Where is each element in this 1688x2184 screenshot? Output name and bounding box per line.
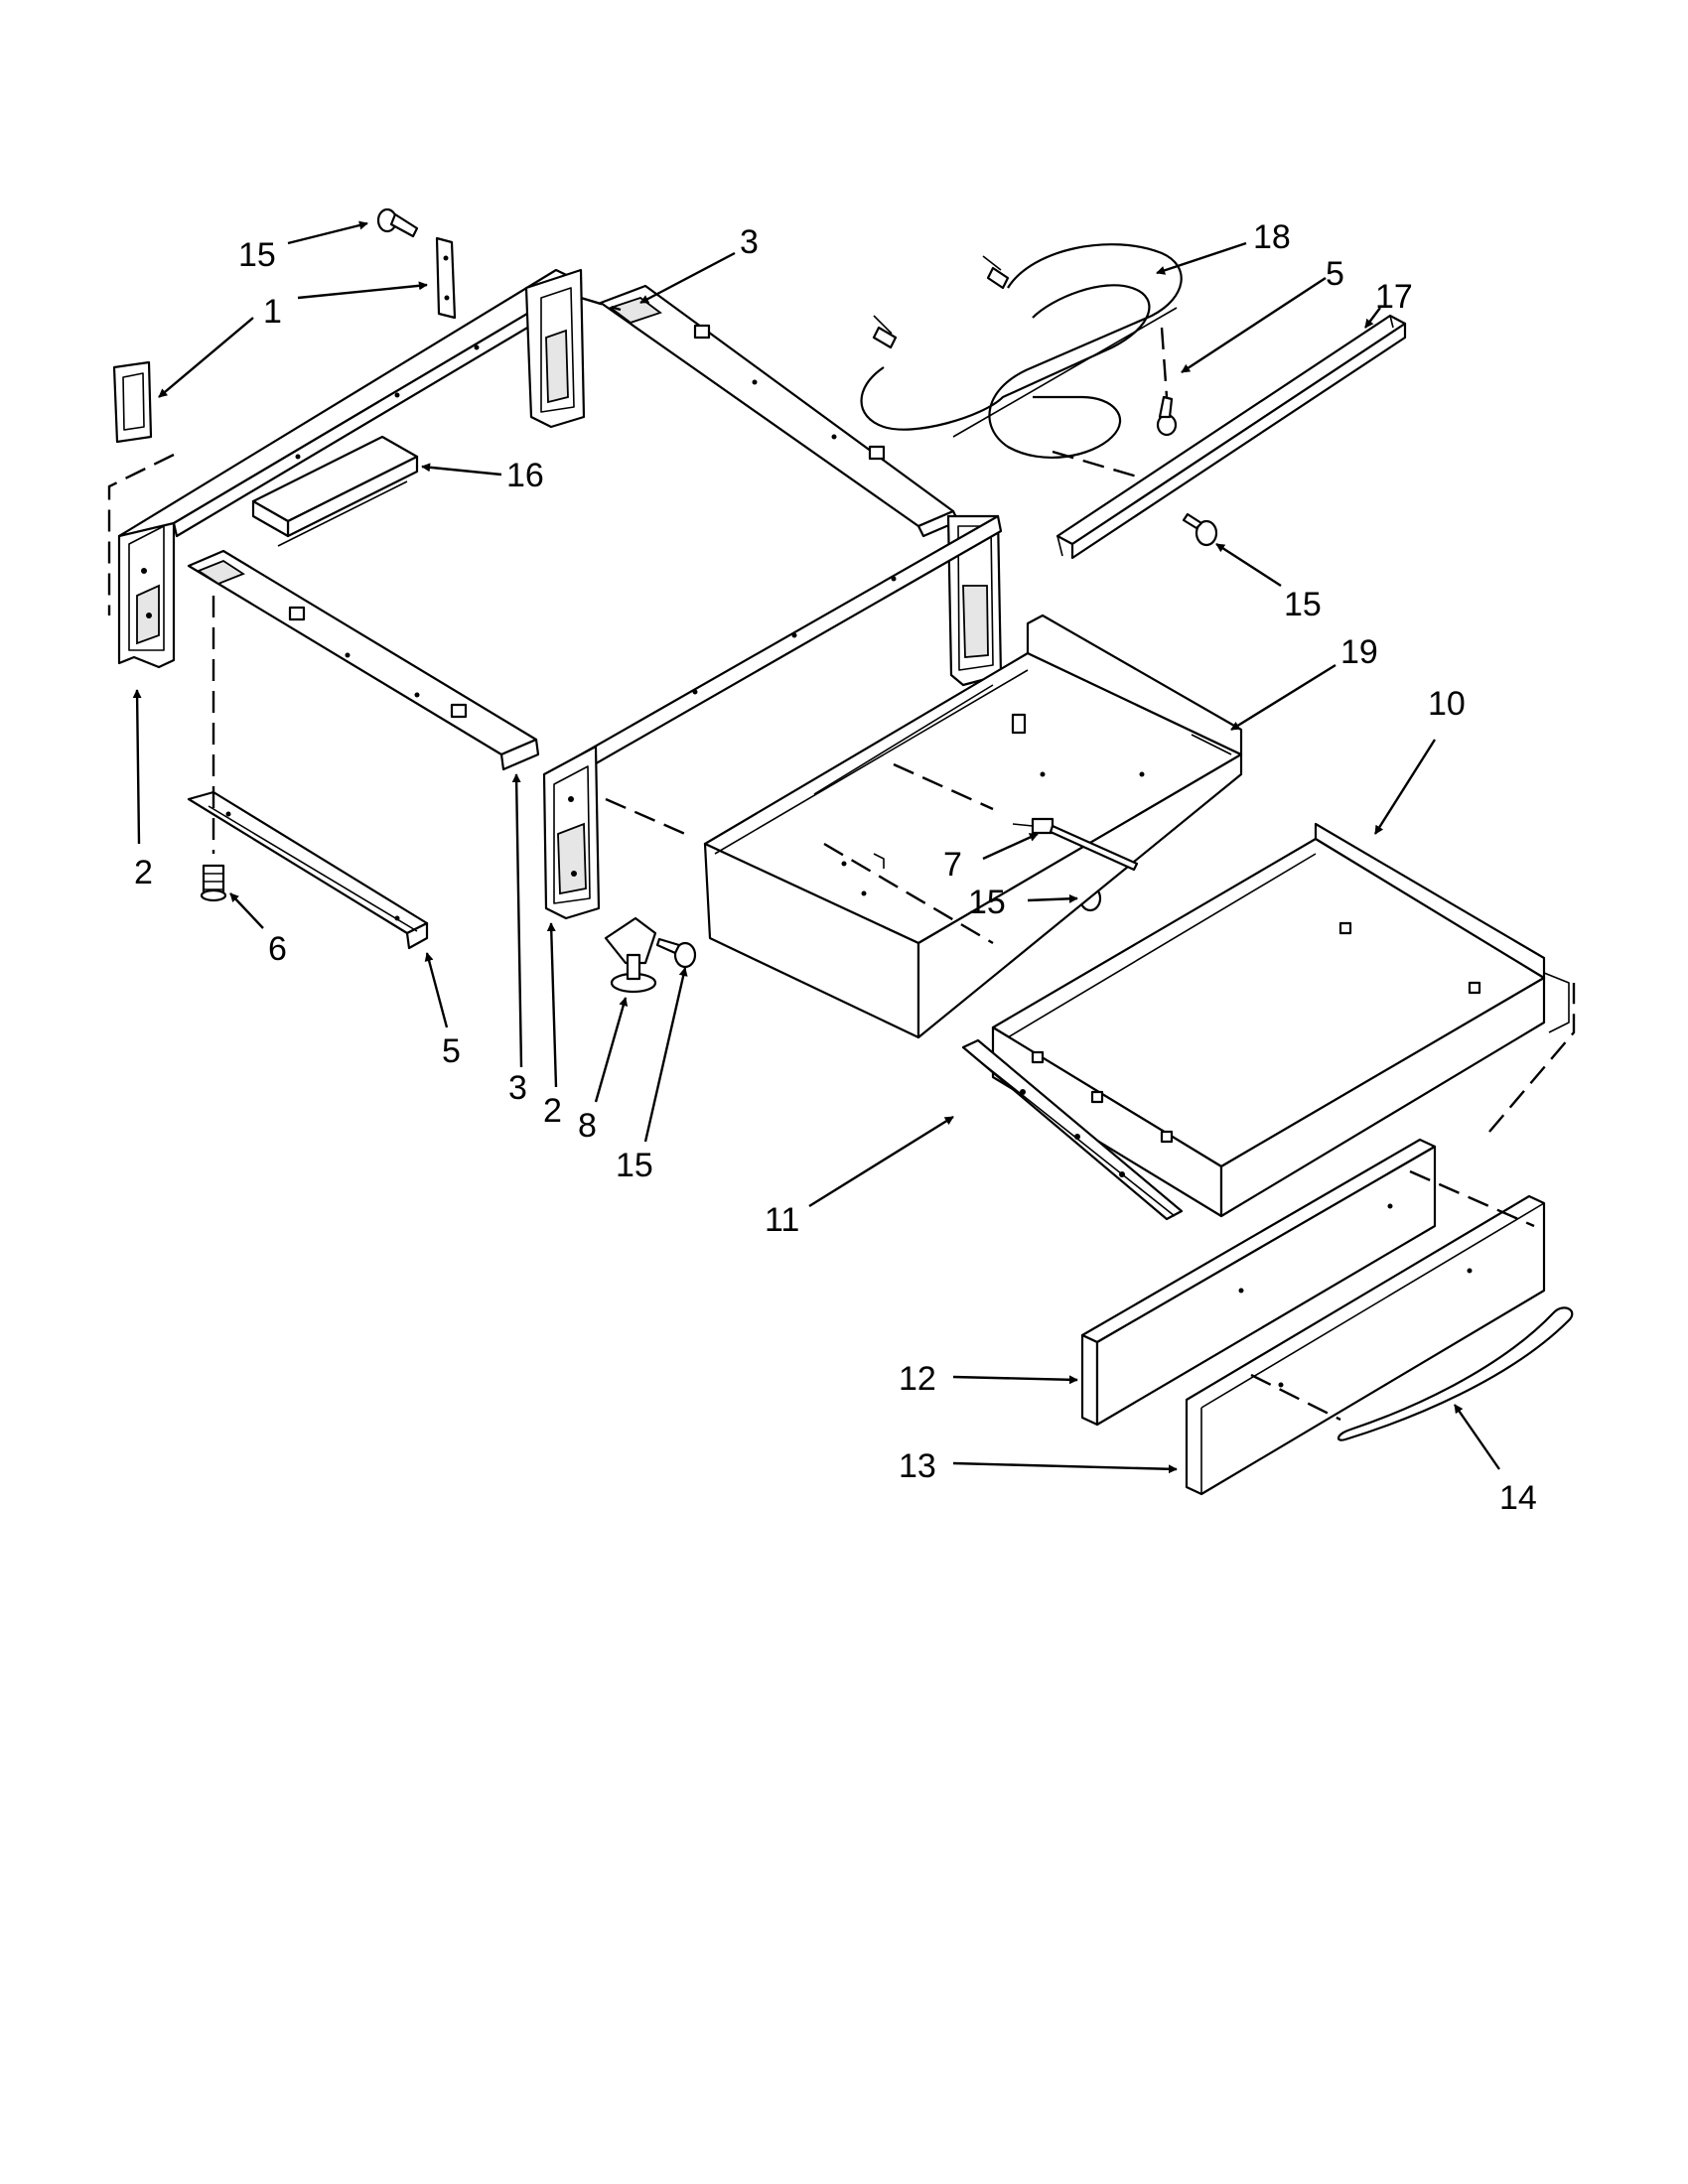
callout-1: 1 (263, 293, 282, 331)
callout-7: 7 (943, 846, 962, 884)
leader-lines (132, 220, 1500, 1474)
callout-17: 17 (1375, 278, 1413, 316)
drawer-handle (1337, 1306, 1574, 1441)
rear-upright-bracket (524, 268, 586, 429)
front-side-bracket (542, 745, 601, 920)
callout-3-top: 3 (740, 223, 759, 261)
drawer-pan (991, 822, 1570, 1218)
rear-cross-rail (599, 284, 960, 538)
screw-top-left (376, 207, 419, 238)
callout-8: 8 (578, 1107, 597, 1145)
rear-mounting-rail (1055, 314, 1407, 560)
bottom-front-rail (187, 790, 429, 950)
left-clip (112, 360, 153, 444)
callout-2-left: 2 (134, 854, 153, 891)
callout-11: 11 (765, 1201, 799, 1239)
callout-15-right: 15 (1284, 586, 1322, 623)
heat-shield (251, 435, 419, 547)
callout-2-bottom: 2 (543, 1092, 562, 1130)
callout-19: 19 (1340, 633, 1378, 671)
screw-right-rail (1182, 512, 1218, 547)
screw-anti-tip (655, 937, 697, 969)
drawer-front-inner-panel (1080, 1138, 1437, 1427)
element-screw (1156, 395, 1178, 437)
callout-13: 13 (899, 1447, 936, 1485)
callout-6: 6 (268, 930, 287, 968)
right-rear-upright (946, 514, 1003, 687)
callout-10: 10 (1428, 685, 1466, 723)
left-side-bracket-rear (117, 506, 176, 669)
drawer-slide (961, 1038, 1184, 1221)
callout-14: 14 (1499, 1479, 1537, 1517)
callout-labels: 15 1 3 16 2 6 5 3 2 8 15 18 5 17 15 19 1… (134, 218, 1537, 1517)
callout-16: 16 (506, 457, 544, 494)
callout-12: 12 (899, 1360, 936, 1398)
front-cross-rail (187, 549, 540, 771)
callout-3-bottom: 3 (508, 1069, 527, 1107)
anti-tip-bracket (604, 916, 657, 994)
callout-5-top: 5 (1326, 255, 1344, 293)
temperature-sensor (1012, 817, 1139, 872)
callout-15-top-left: 15 (238, 236, 276, 274)
leveling-leg (200, 864, 227, 902)
alignment-lines (107, 296, 1576, 1422)
callout-18: 18 (1253, 218, 1291, 256)
callout-15-anti-tip: 15 (616, 1147, 653, 1184)
drawer-front-outer-panel (1185, 1194, 1546, 1496)
callout-15-sensor: 15 (968, 884, 1006, 921)
mounting-bracket (435, 236, 457, 320)
warming-drawer-housing (703, 614, 1243, 1039)
heating-element (860, 243, 1183, 459)
callout-5-bottom: 5 (442, 1032, 461, 1070)
